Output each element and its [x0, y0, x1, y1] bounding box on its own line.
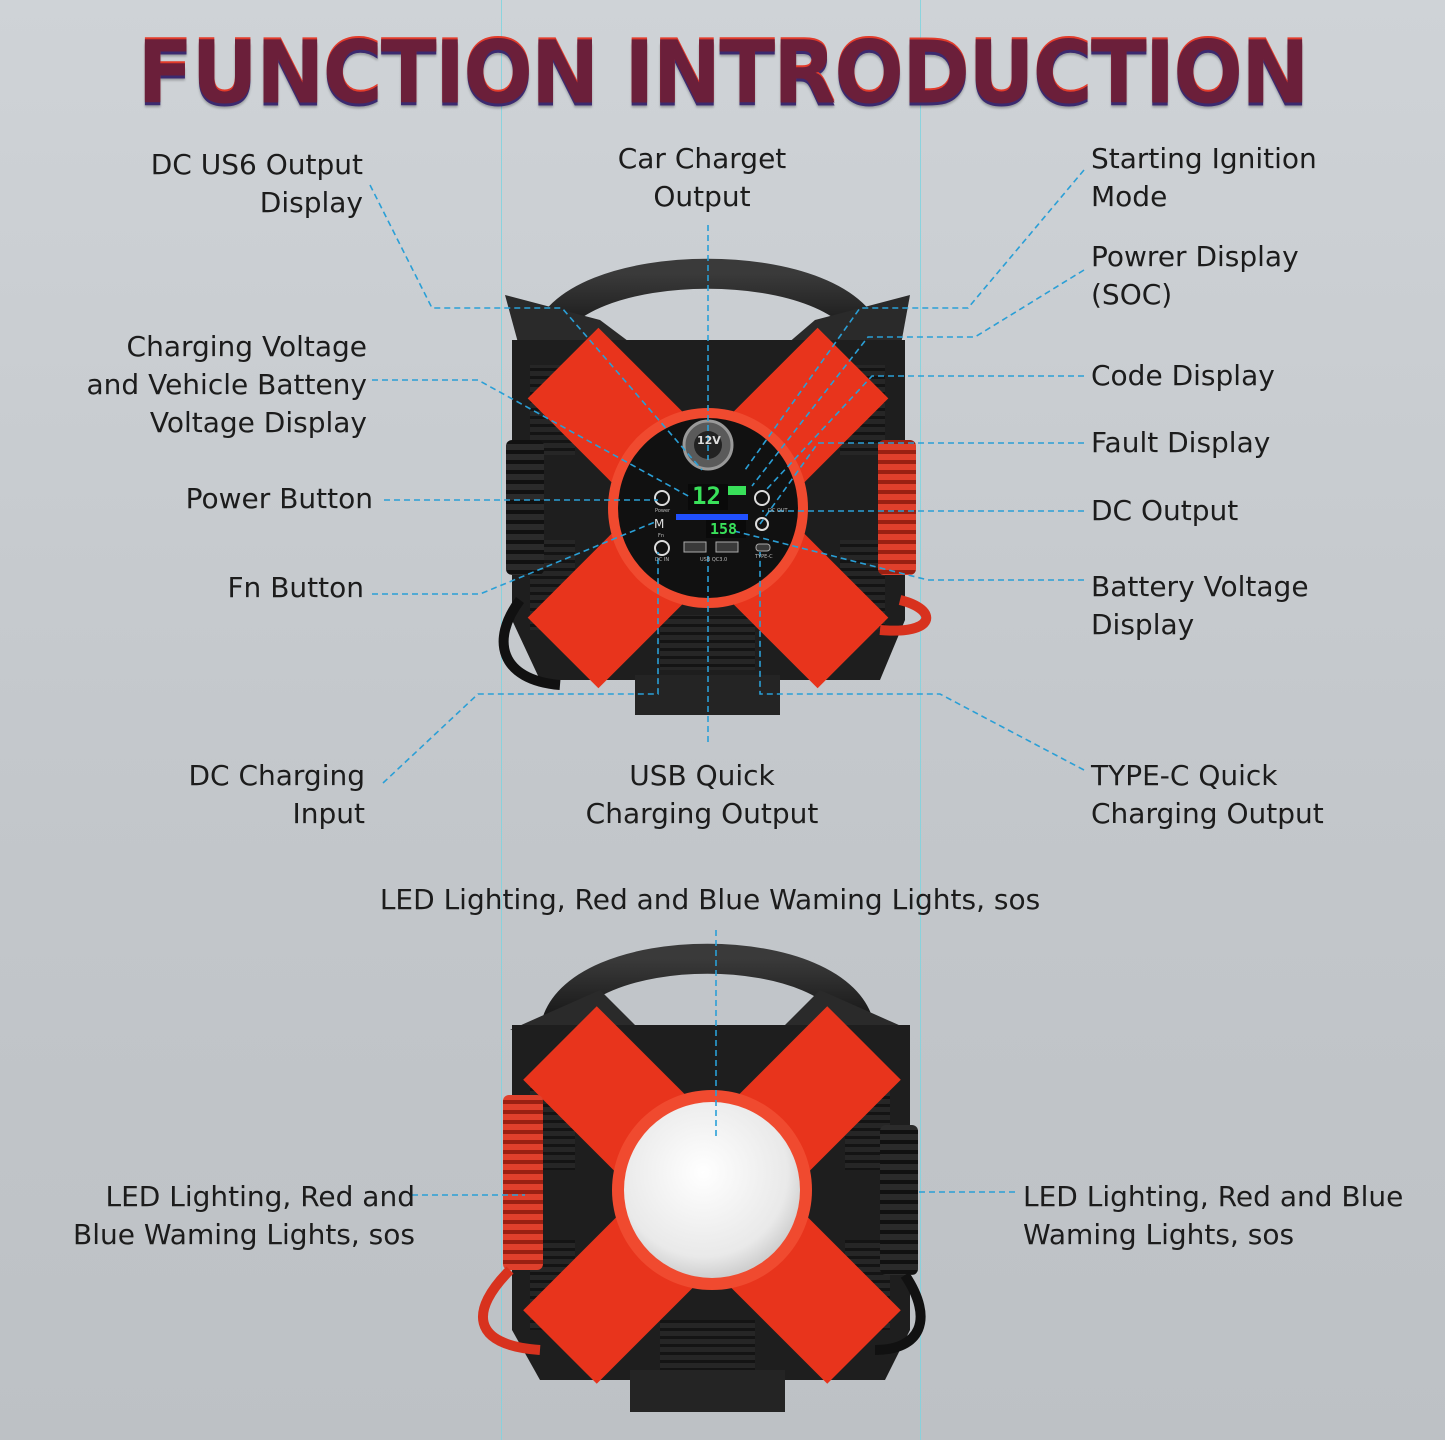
- foot-back: [630, 1370, 785, 1412]
- label-fn-button: Fn Button: [227, 571, 364, 604]
- lcd-main: [688, 484, 728, 510]
- dc-out-port: [754, 490, 770, 506]
- leader-power-soc: [751, 269, 1085, 487]
- leader-dc-charging-input: [382, 552, 659, 784]
- socket-label: 12V: [697, 434, 721, 447]
- leader-typec-quick: [759, 552, 1085, 771]
- power-button: [654, 490, 670, 506]
- leader-fn-button: [372, 521, 656, 595]
- label-car-charger-output: Car Charget Output: [617, 142, 787, 213]
- led-lamp: [624, 1102, 800, 1278]
- label-starting-ignition-mode: Starting Ignition Mode: [1091, 142, 1317, 213]
- label-code-display: Code Display: [1091, 359, 1275, 392]
- leader-charging-voltage: [372, 379, 691, 498]
- panel-typec-text: TYPE-C: [755, 554, 773, 560]
- leader-code-display: [765, 375, 1084, 491]
- label-fault-display: Fault Display: [1091, 426, 1271, 459]
- label-led-left: LED Lighting, Red and Blue Waming Lights…: [73, 1180, 415, 1251]
- device-back: [478, 943, 926, 1412]
- page-title: FUNCTION INTRODUCTION: [137, 23, 1309, 124]
- lcd-main-value: 12: [692, 482, 721, 510]
- lcd-secondary: [706, 520, 746, 538]
- label-dc-usb-output-display: DC US6 Output Display: [150, 148, 363, 219]
- corner-right-back: [780, 990, 910, 1030]
- fn-button-glyph: M: [654, 517, 665, 531]
- label-charging-voltage-display: Charging Voltage and Vehicle Batteny Vol…: [86, 330, 367, 439]
- panel-dc-out-text: DC OUT: [768, 508, 788, 514]
- soc-bars: [728, 486, 746, 495]
- red-cable: [879, 595, 932, 636]
- label-led-right: LED Lighting, Red and Blue Waming Lights…: [1023, 1180, 1404, 1251]
- usb-port-2: [715, 541, 739, 553]
- black-cable: [498, 597, 561, 690]
- label-typec-quick-charging-output: TYPE-C Quick Charging Output: [1091, 759, 1324, 830]
- usb-port-1: [683, 541, 707, 553]
- label-led-top: LED Lighting, Red and Blue Waming Lights…: [379, 883, 1041, 916]
- black-clamp-back: [880, 1125, 918, 1275]
- panel-fn-text: Fn: [658, 533, 665, 539]
- lcd-secondary-value: 158: [710, 520, 738, 538]
- guide-line-left: [501, 0, 502, 1440]
- red-clamp: [878, 440, 916, 575]
- label-dc-output: DC Output: [1091, 494, 1239, 527]
- label-usb-quick-charging-output: USB Quick Charging Output: [585, 759, 819, 830]
- black-cable-back: [874, 1272, 926, 1355]
- panel-dc-in-text: DC IN: [655, 557, 670, 563]
- leader-dc-usb-display: [369, 184, 703, 471]
- panel-power-text: Power: [655, 508, 671, 514]
- red-cable-back: [478, 1266, 541, 1355]
- dc-in-port: [654, 540, 670, 556]
- label-battery-voltage-display: Battery Voltage Display: [1091, 570, 1309, 641]
- label-power-display-soc: Powrer Display (SOC): [1091, 240, 1299, 311]
- typec-port: [755, 543, 771, 552]
- red-clamp-back: [503, 1095, 543, 1270]
- panel-usb-text: USB QC3.0: [700, 557, 728, 563]
- leader-lines: [369, 169, 1085, 1196]
- fault-indicator: [755, 517, 769, 531]
- leader-starting-ignition: [744, 169, 1085, 471]
- label-power-button: Power Button: [185, 482, 373, 515]
- leader-battery-voltage: [729, 529, 1084, 581]
- leader-fault-display: [759, 442, 1084, 525]
- carry-handle-back: [540, 943, 875, 1045]
- vent-back-bottom: [660, 1320, 755, 1370]
- black-clamp: [506, 440, 544, 575]
- label-dc-charging-input: DC Charging Input: [188, 759, 365, 830]
- guide-line-right: [920, 0, 921, 1440]
- lcd-divider: [676, 514, 748, 520]
